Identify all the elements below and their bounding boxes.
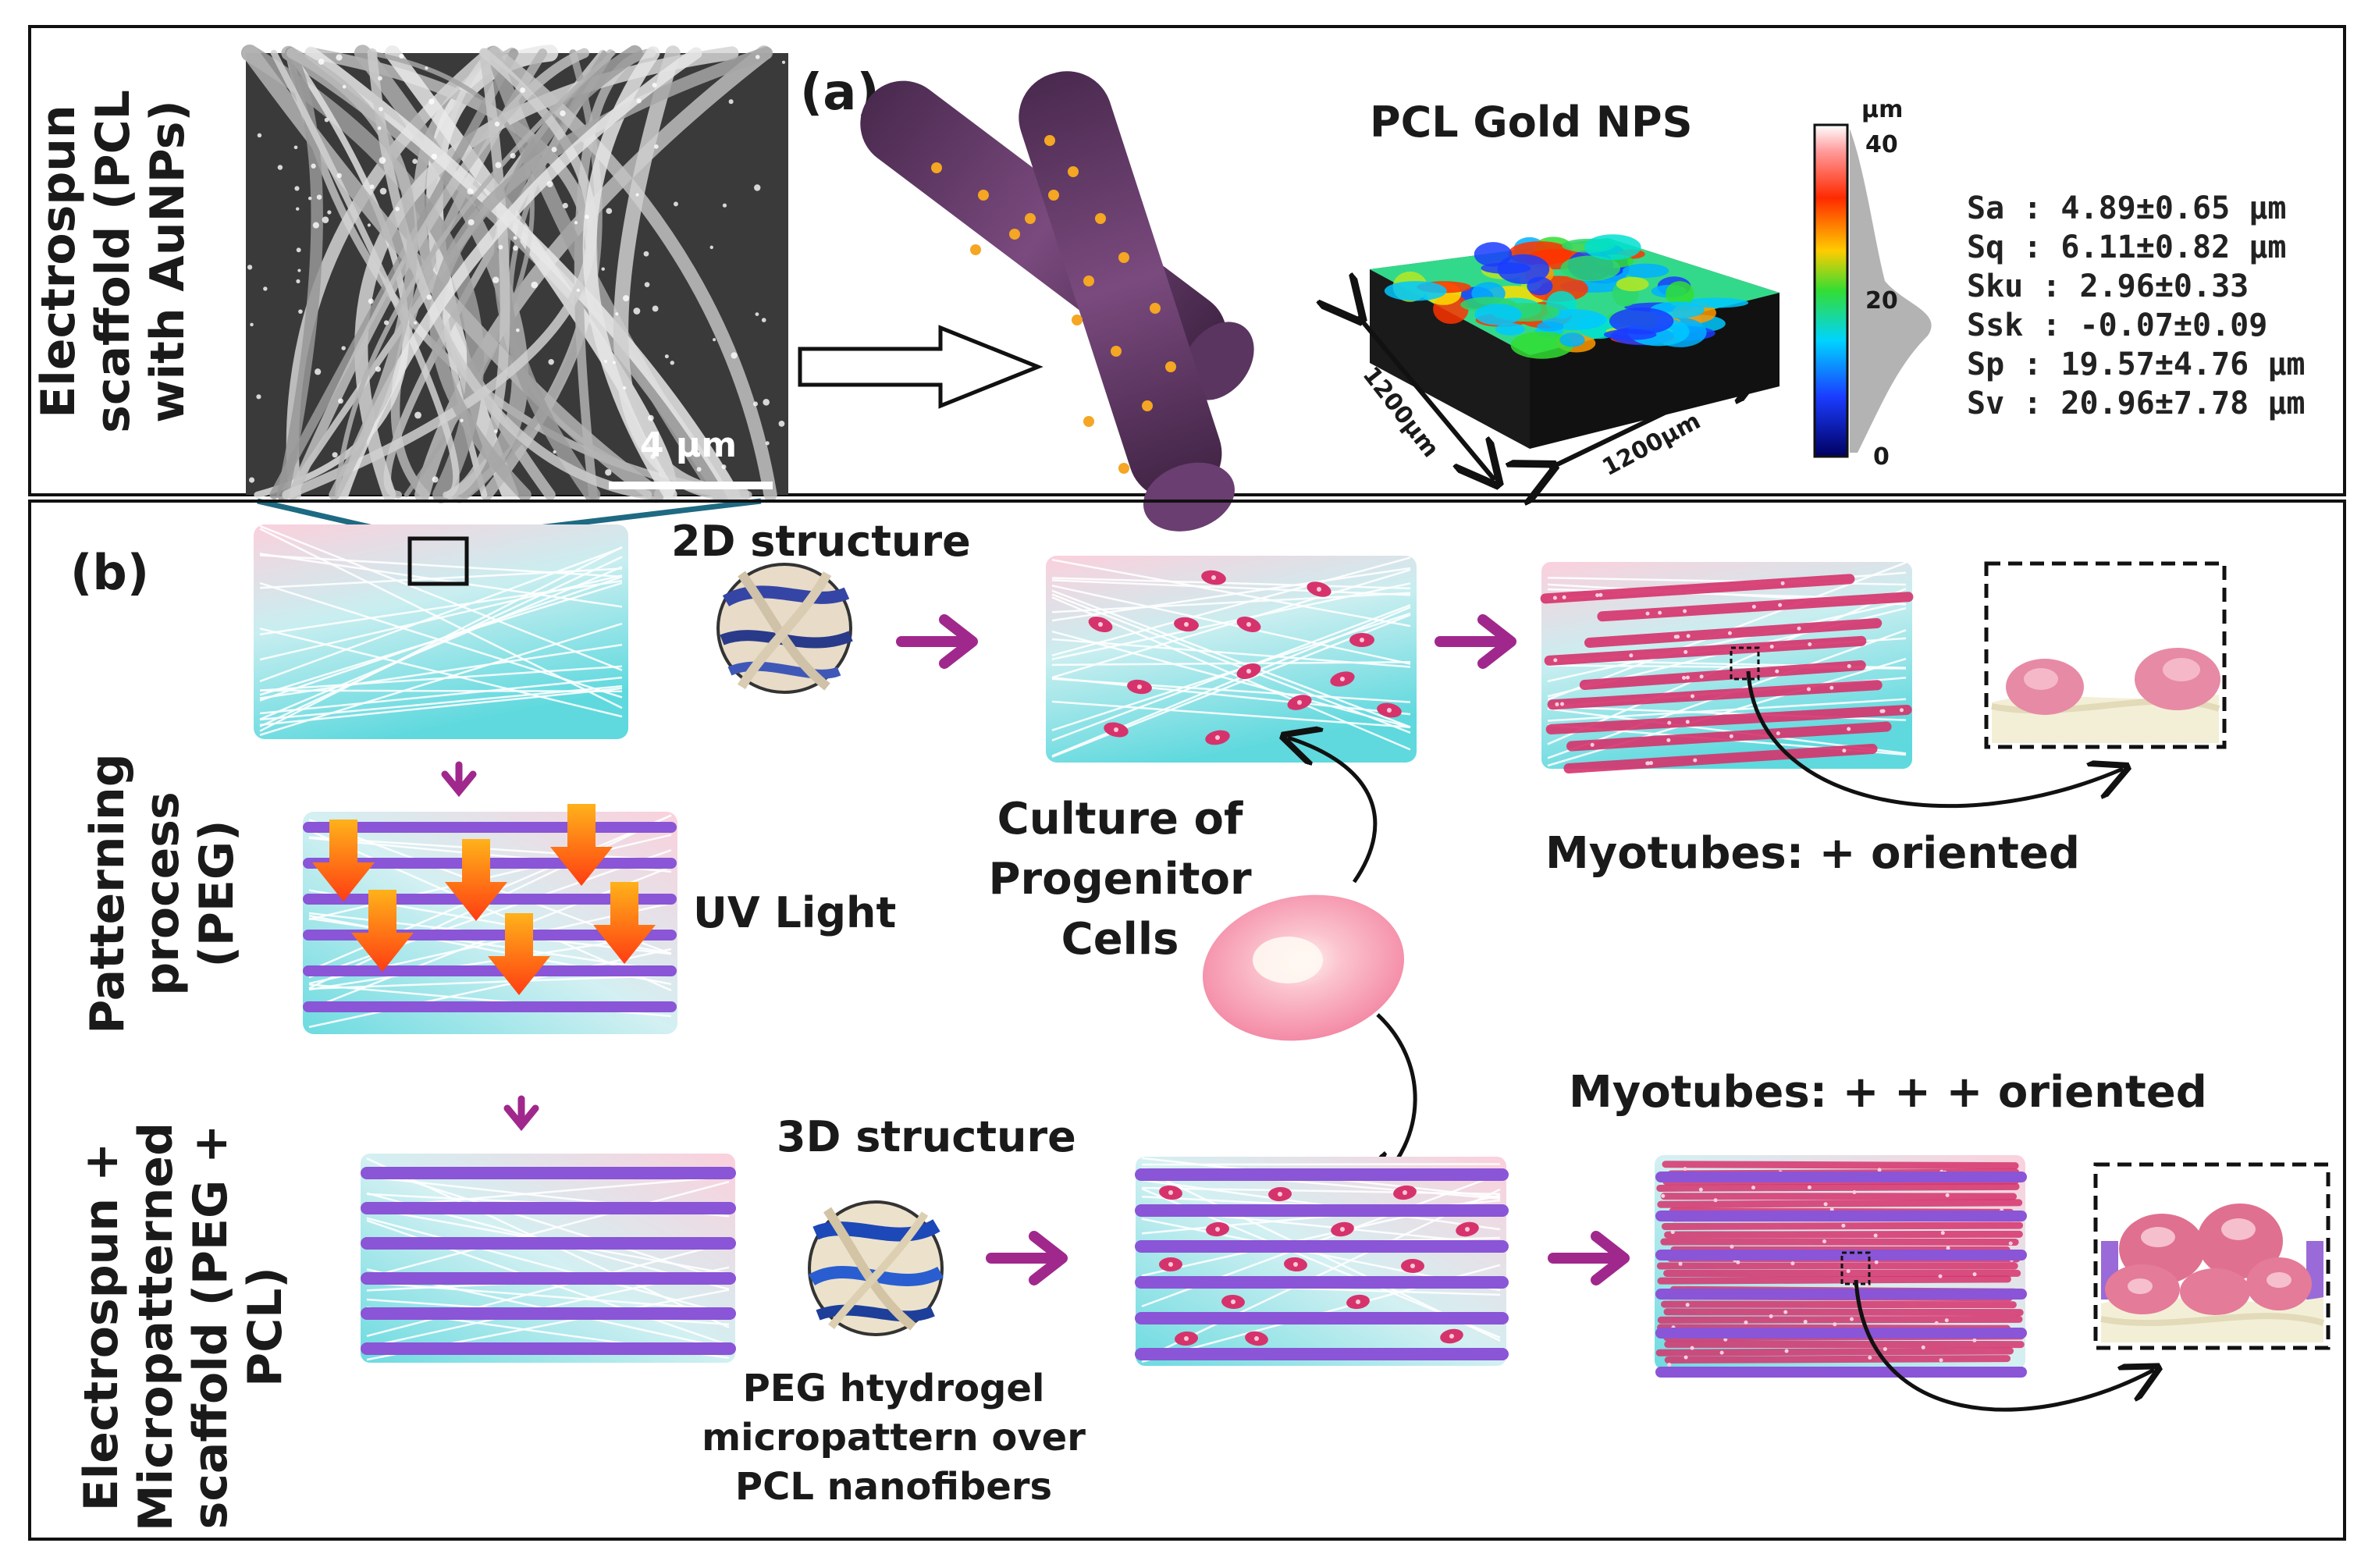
patterning-scaffold bbox=[303, 804, 677, 1034]
micropatterned-line: Electrospun + bbox=[74, 1143, 129, 1512]
patterning-line: Patterning bbox=[80, 753, 135, 1033]
side-label-line: Electrospun bbox=[31, 105, 86, 418]
micropatterned-line: scaffold (PEG + bbox=[183, 1125, 238, 1530]
micropatterned-side-label: Electrospun + Micropatterned scaffold (P… bbox=[74, 1122, 293, 1531]
sem-scale-label: 4 µm bbox=[640, 425, 737, 465]
inset-3d bbox=[2093, 1162, 2331, 1350]
myotubes-top-label: Myotubes: + oriented bbox=[1545, 828, 2080, 879]
micropatterned-scaffold bbox=[361, 1154, 736, 1363]
roughness-stats: Sa : 4.89±0.65 µm Sq : 6.11±0.82 µm Sku … bbox=[1967, 190, 2305, 421]
hollow-arrow bbox=[798, 325, 1044, 409]
culture-arrow-up bbox=[1288, 738, 1378, 884]
fiber-illustration bbox=[860, 71, 1254, 532]
culture-line: Progenitor bbox=[988, 854, 1252, 905]
scaffold-2d-cells bbox=[1046, 556, 1417, 763]
inset-connector-top bbox=[1746, 670, 2123, 809]
patterning-side-label: Patterning process (PEG) bbox=[80, 753, 244, 1033]
micropatterned-line: PCL) bbox=[238, 1267, 293, 1387]
myotubes-3d bbox=[1655, 1155, 2027, 1378]
structure-2d-label: 2D structure bbox=[671, 517, 971, 566]
inset-2d bbox=[1984, 561, 2227, 749]
panel-b-frame bbox=[28, 500, 2346, 1541]
culture-line: Cells bbox=[1061, 914, 1179, 965]
panel-b-label: (b) bbox=[70, 544, 149, 601]
progenitor-cell bbox=[1202, 894, 1405, 1041]
surface-profile: 1200µm 1200µm bbox=[1357, 234, 1779, 482]
stat-line: Ssk : -0.07±0.09 bbox=[1967, 308, 2267, 343]
stat-line: Sa : 4.89±0.65 µm bbox=[1967, 190, 2286, 226]
peg-caption-line: micropattern over bbox=[702, 1416, 1086, 1460]
micropatterned-cells bbox=[1135, 1157, 1509, 1366]
peg-caption-line: PEG htydrogel bbox=[743, 1367, 1045, 1410]
stat-line: Sv : 20.96±7.78 µm bbox=[1967, 386, 2305, 421]
colorbar-max: 40 bbox=[1865, 131, 1898, 158]
colorbar: µm 40 20 0 bbox=[1813, 96, 1932, 471]
uv-light-label: UV Light bbox=[693, 888, 896, 937]
inset-connector-bottom bbox=[1854, 1279, 2154, 1412]
stat-line: Sq : 6.11±0.82 µm bbox=[1967, 229, 2286, 265]
structure-3d-icon bbox=[808, 1200, 944, 1336]
stat-line: Sp : 19.57±4.76 µm bbox=[1967, 347, 2305, 382]
scaffold-2d bbox=[254, 524, 628, 739]
zoom-box bbox=[407, 536, 469, 586]
process-arrows bbox=[441, 614, 1630, 1285]
peg-caption-line: PCL nanofibers bbox=[735, 1465, 1052, 1509]
colorbar-unit: µm bbox=[1861, 96, 1903, 123]
culture-line: Culture of bbox=[997, 794, 1243, 844]
stat-line: Sku : 2.96±0.33 bbox=[1967, 268, 2249, 304]
myotubes-bottom-label: Myotubes: + + + oriented bbox=[1569, 1067, 2207, 1118]
panel-a-side-label: Electrospun scaffold (PCL with AuNPs) bbox=[31, 90, 195, 433]
side-label-line: scaffold (PCL bbox=[86, 90, 140, 433]
profile-title: PCL Gold NPS bbox=[1370, 98, 1692, 147]
structure-3d-label: 3D structure bbox=[777, 1112, 1076, 1161]
patterning-line: (PEG) bbox=[190, 820, 244, 967]
colorbar-mid: 20 bbox=[1865, 287, 1898, 315]
side-label-line: with AuNPs) bbox=[140, 100, 195, 423]
structure-2d-icon bbox=[716, 563, 853, 694]
myotubes-2d bbox=[1540, 561, 1914, 773]
patterning-line: process bbox=[135, 791, 190, 995]
colorbar-min: 0 bbox=[1873, 443, 1890, 471]
sem-image: 4 µm bbox=[240, 44, 788, 503]
micropatterned-line: Micropatterned bbox=[129, 1122, 183, 1531]
